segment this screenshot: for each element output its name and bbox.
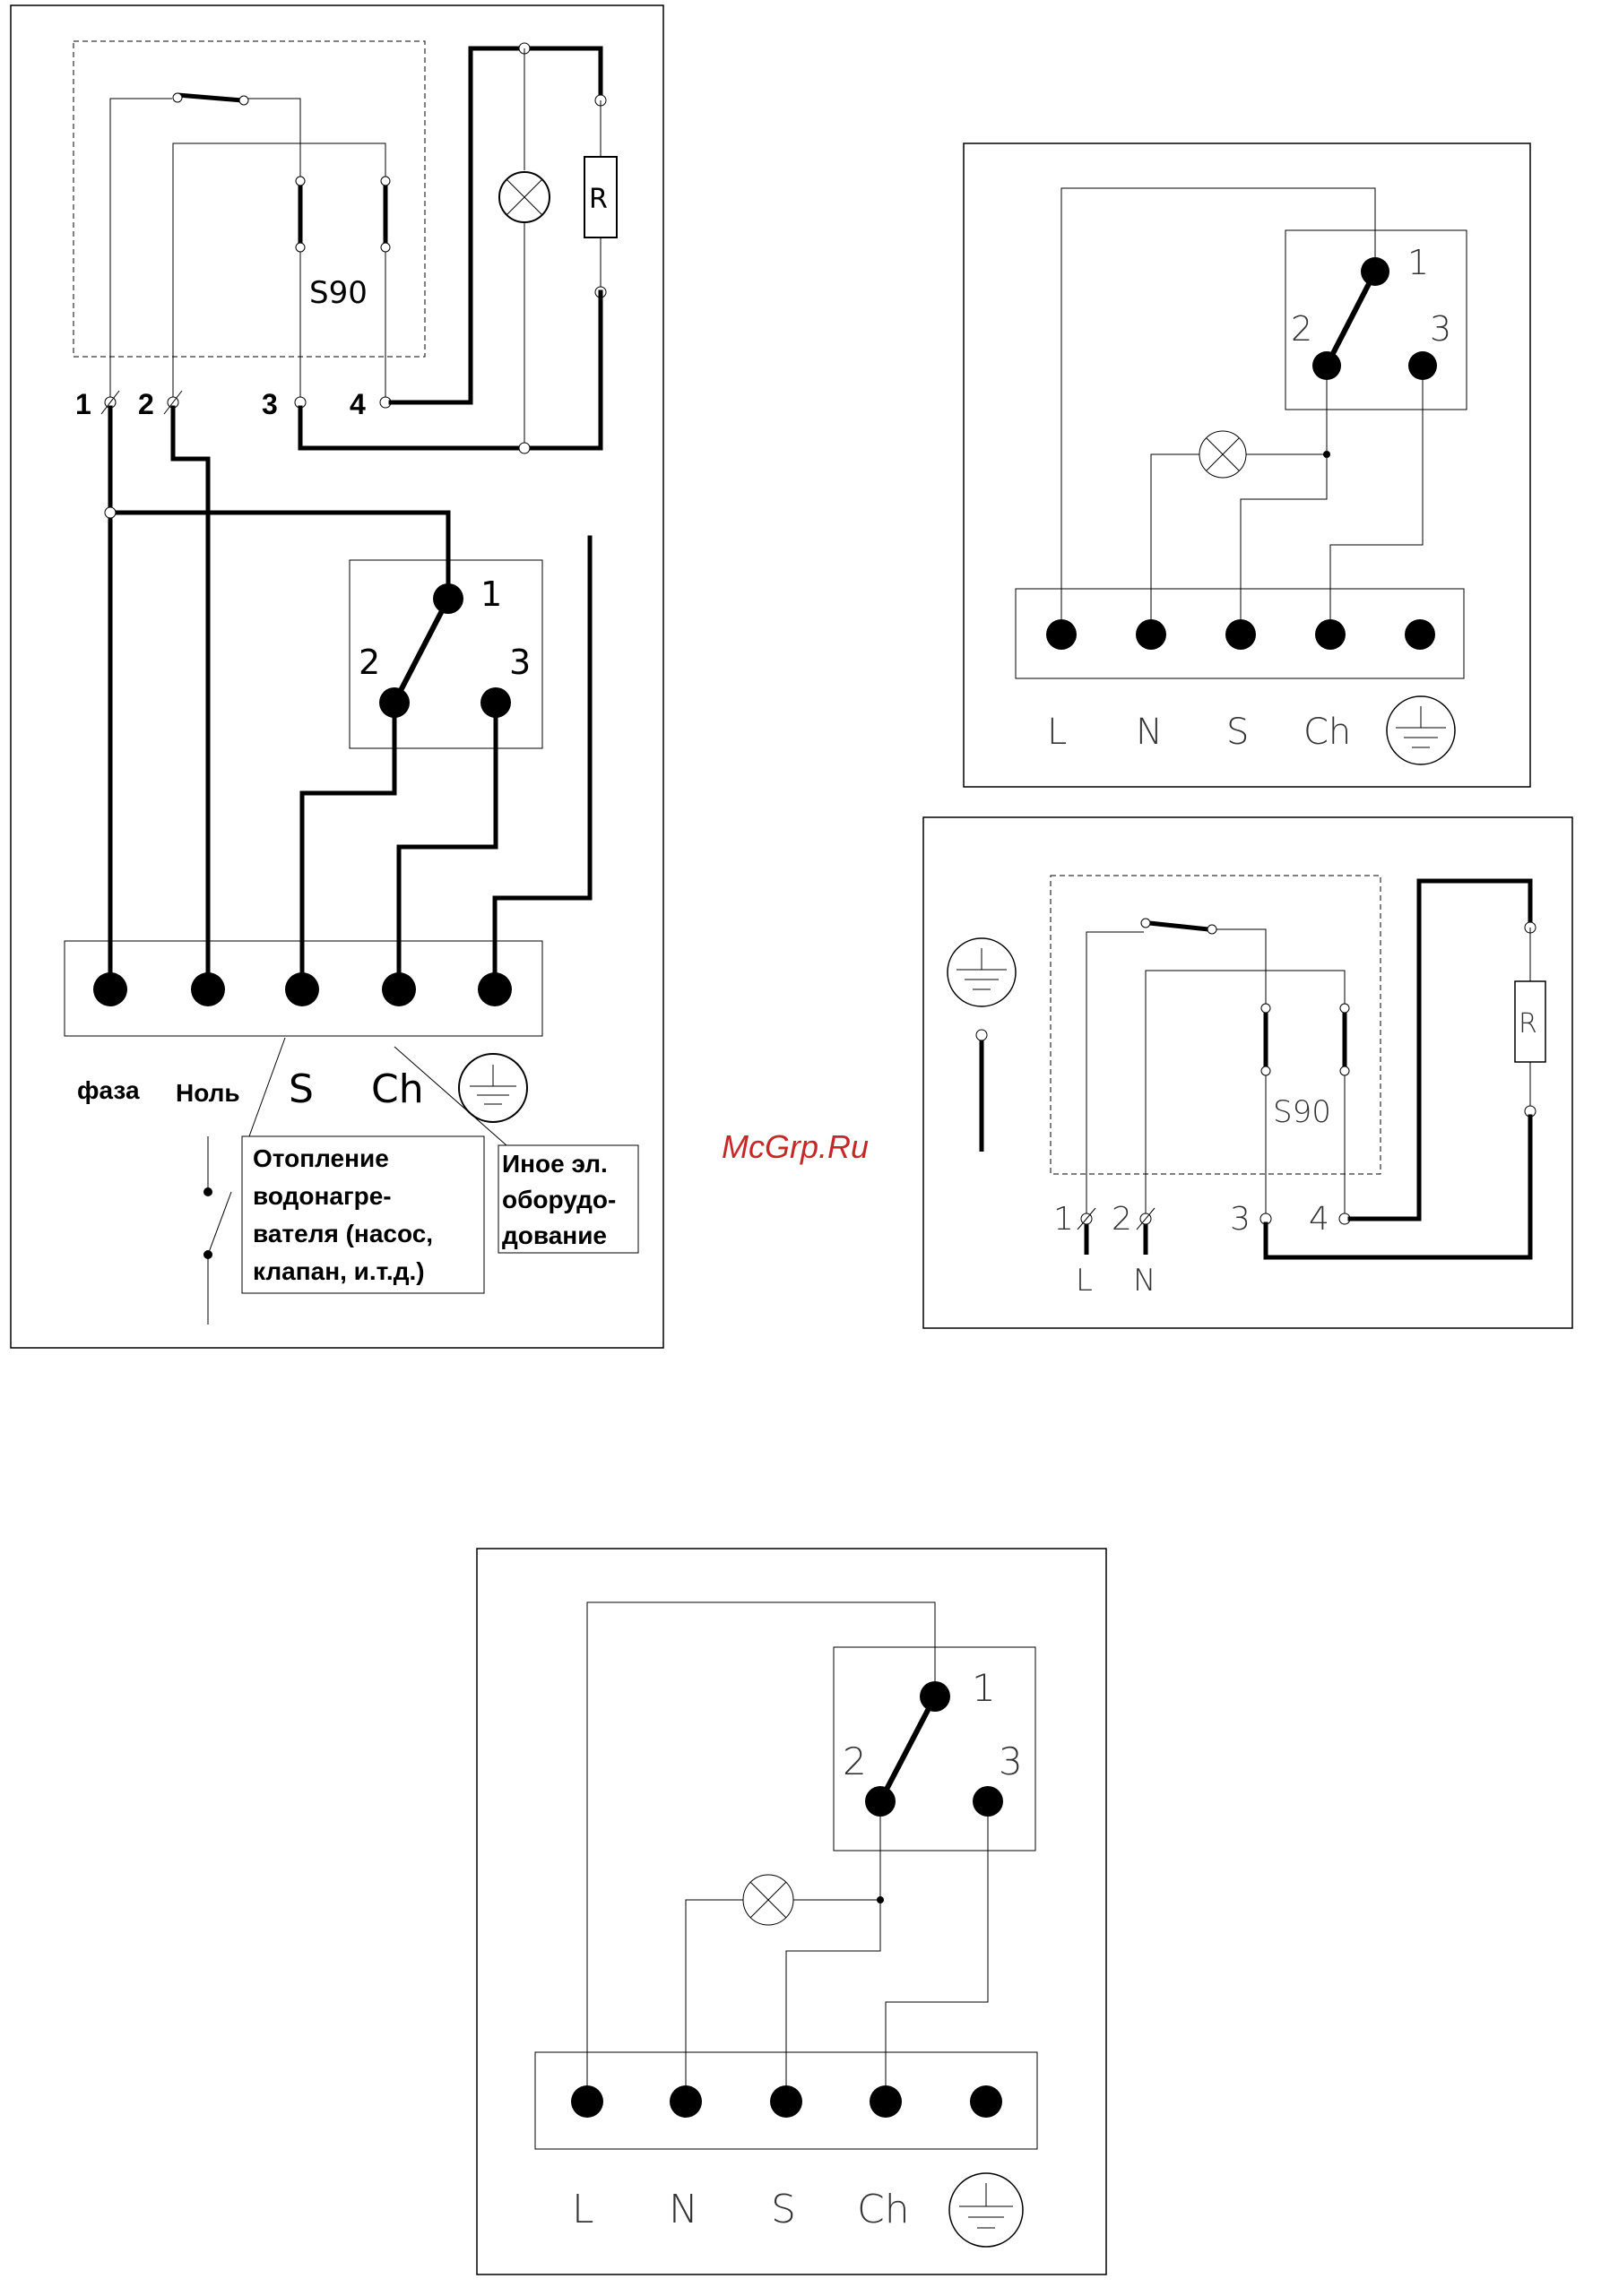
diagram-left: S90 1 2 3 4 R 1 2 3 bbox=[11, 5, 663, 1348]
sensor-label-mr: S90 bbox=[1273, 1094, 1331, 1130]
l-label-tr: L bbox=[1047, 712, 1067, 753]
note-other-line-3: дование bbox=[502, 1221, 607, 1249]
sensor-label: S90 bbox=[309, 275, 368, 311]
diagram-bottom: 1 2 3 L N S Ch bbox=[477, 1549, 1106, 2274]
terminal-4-label: 4 bbox=[350, 388, 366, 420]
ch-terminal-label: Ch bbox=[371, 1066, 424, 1112]
diagram-mid-right: S90 1 2 3 4 L N R bbox=[923, 817, 1572, 1328]
ground-icon bbox=[949, 2173, 1023, 2247]
note-heating-line-1: Отопление bbox=[253, 1144, 389, 1172]
diagram-bottom-frame bbox=[477, 1549, 1106, 2274]
switch-pin-3: 3 bbox=[509, 643, 531, 682]
diagram-mid-right-frame bbox=[923, 817, 1572, 1328]
switch-pin-1-tr: 1 bbox=[1407, 243, 1429, 282]
s-label-b: S bbox=[771, 2187, 796, 2232]
n-label-tr: N bbox=[1136, 712, 1163, 753]
terminal-3-label: 3 bbox=[262, 388, 278, 420]
ch-label-tr: Ch bbox=[1303, 712, 1351, 753]
terminal-1-label-mr: 1 bbox=[1053, 1201, 1074, 1238]
l-label-mr: L bbox=[1076, 1263, 1093, 1299]
note-other-line-2: оборудо- bbox=[502, 1186, 616, 1213]
switch-lever-tr bbox=[1327, 272, 1375, 366]
s-label-tr: S bbox=[1226, 712, 1249, 753]
s-terminal-label: S bbox=[289, 1066, 314, 1112]
ground-icon bbox=[948, 938, 1016, 1006]
switch-lever bbox=[394, 599, 448, 703]
l-label-b: L bbox=[572, 2187, 594, 2232]
terminal-2-label: 2 bbox=[138, 388, 154, 420]
bimetal-contact bbox=[177, 95, 242, 100]
note-heating-line-2: водонагре- bbox=[253, 1182, 392, 1210]
resistor-label: R bbox=[589, 184, 608, 215]
switch-pin-3-b: 3 bbox=[999, 1739, 1023, 1783]
neutral-label: Ноль bbox=[176, 1079, 240, 1107]
n-label-mr: N bbox=[1133, 1263, 1156, 1299]
ground-icon bbox=[1387, 696, 1455, 764]
switch-pin-3-tr: 3 bbox=[1430, 309, 1451, 349]
diagram-top-right-frame bbox=[964, 143, 1530, 787]
switch-pin-2-b: 2 bbox=[843, 1739, 867, 1783]
switch-pin-2-tr: 2 bbox=[1291, 309, 1312, 349]
note-heating-line-4: клапан, и.т.д.) bbox=[253, 1257, 425, 1285]
terminal-3-label-mr: 3 bbox=[1230, 1201, 1251, 1238]
ground-icon bbox=[459, 1054, 527, 1122]
terminal-1-label: 1 bbox=[75, 388, 91, 420]
phase-label: фаза bbox=[77, 1076, 140, 1104]
terminal-2-label-mr: 2 bbox=[1112, 1201, 1132, 1238]
watermark: McGrp.Ru bbox=[722, 1128, 869, 1165]
switch-lever-b bbox=[880, 1696, 935, 1801]
ch-label-b: Ch bbox=[857, 2187, 910, 2232]
diagram-top-right: 1 2 3 L N S Ch bbox=[964, 143, 1530, 787]
switch-pin-1-b: 1 bbox=[972, 1666, 996, 1710]
note-other-line-1: Иное эл. bbox=[502, 1150, 608, 1178]
terminal-4-label-mr: 4 bbox=[1309, 1201, 1329, 1238]
switch-pin-2: 2 bbox=[359, 643, 380, 682]
note-heating-line-3: вателя (насос, bbox=[253, 1220, 433, 1247]
n-label-b: N bbox=[669, 2187, 698, 2232]
switch-pin-1: 1 bbox=[480, 574, 502, 614]
thermostat-box bbox=[74, 41, 425, 357]
resistor-label-mr: R bbox=[1519, 1008, 1537, 1040]
